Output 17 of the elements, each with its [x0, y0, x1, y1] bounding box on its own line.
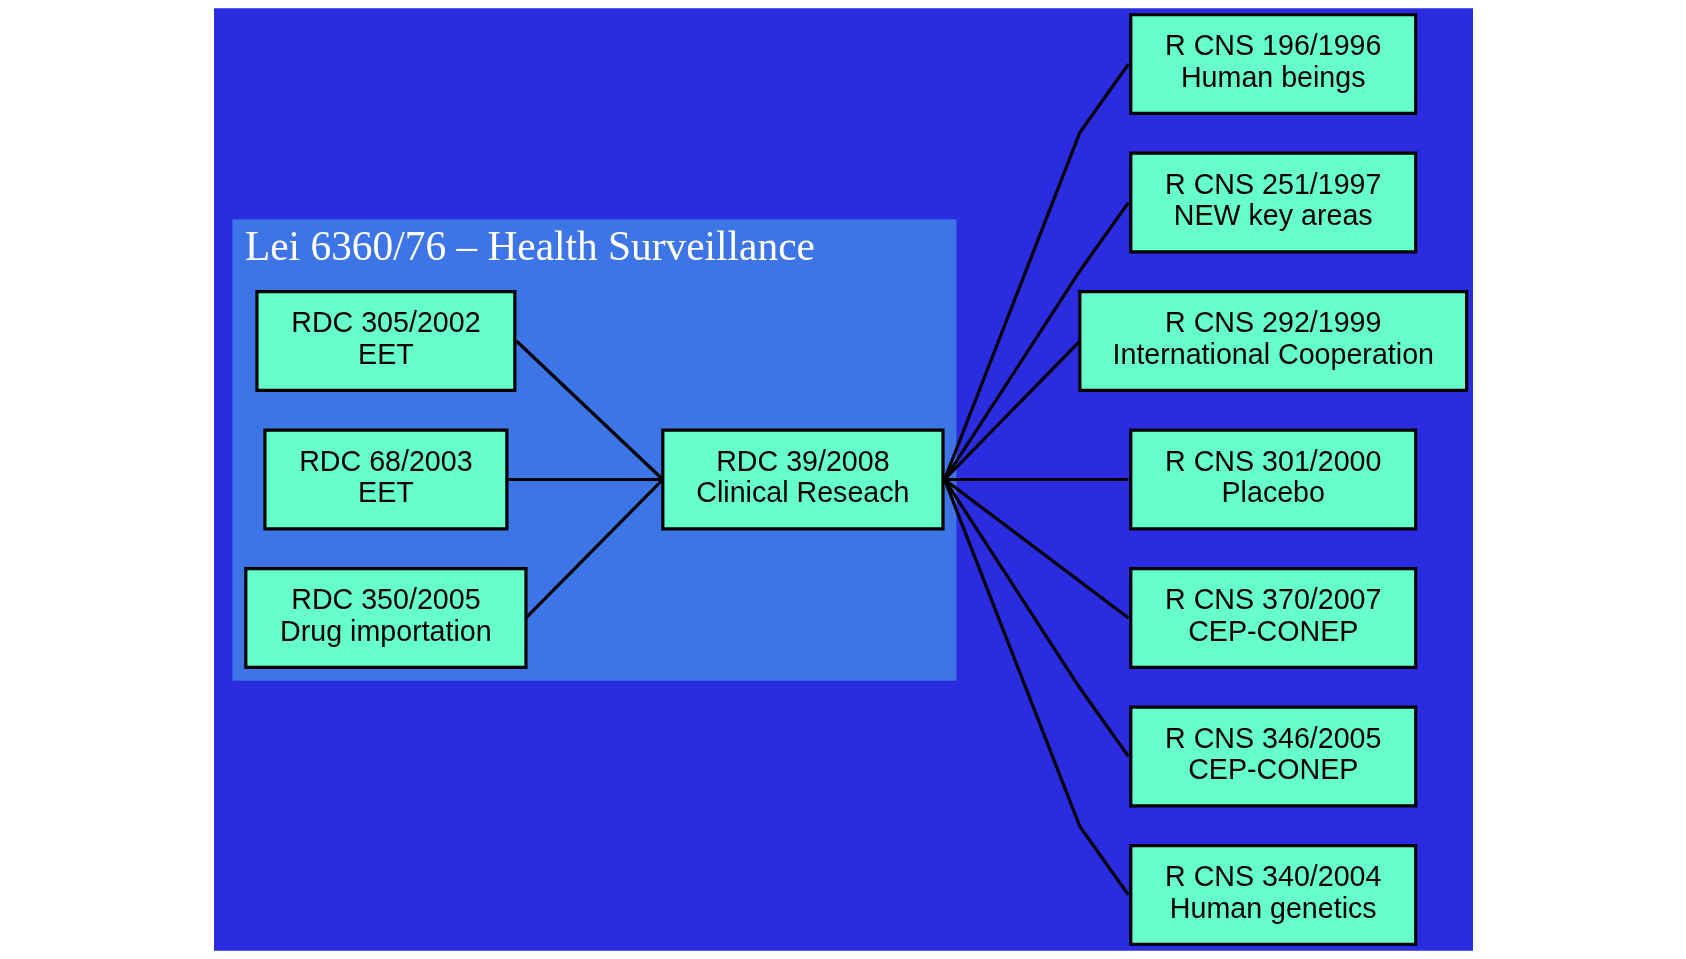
node-box: R CNS 251/1997 NEW key areas [1128, 151, 1417, 254]
node-box: R CNS 292/1999 International Cooperation [1077, 290, 1468, 392]
node-box: R CNS 340/2004 Human genetics [1128, 844, 1417, 946]
connector [514, 339, 664, 481]
node-box: R CNS 301/2000 Placebo [1128, 428, 1417, 531]
connector [524, 478, 664, 620]
connector [944, 477, 1128, 482]
node-box: R CNS 370/2007 CEP-CONEP [1128, 567, 1417, 669]
connector [942, 478, 1130, 896]
node-box: RDC 68/2003 EET [262, 428, 508, 531]
connector [507, 477, 663, 482]
node-box: RDC 39/2008 Clinical Reseach [660, 428, 945, 531]
connector [942, 63, 1130, 481]
node-box: RDC 350/2005 Drug importation [243, 567, 528, 669]
node-box: R CNS 346/2005 CEP-CONEP [1128, 705, 1417, 808]
node-box: RDC 305/2002 EET [254, 290, 516, 392]
node-box: R CNS 196/1996 Human beings [1128, 13, 1417, 115]
